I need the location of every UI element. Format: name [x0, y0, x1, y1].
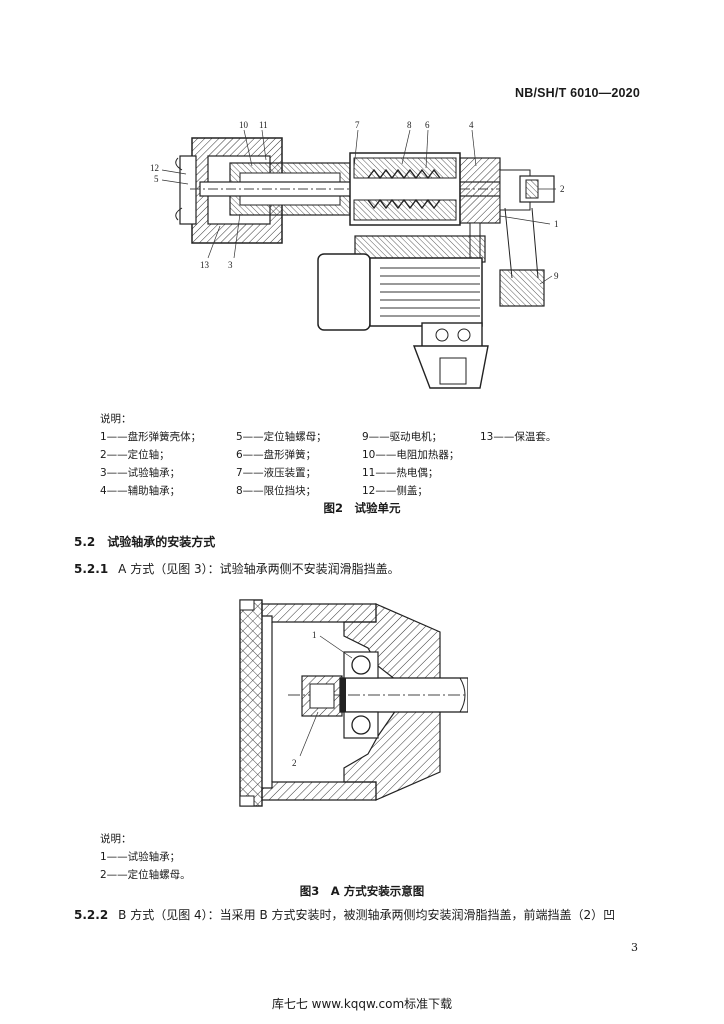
clause-number: 5.2.2	[74, 908, 109, 922]
callout-3: 3	[228, 260, 233, 270]
callout-1: 1	[554, 219, 559, 229]
figure-2-legend: 说明： 1——盘形弹簧壳体； 5——定位轴螺母； 9——驱动电机； 13——保温…	[100, 410, 556, 500]
legend-title: 说明：	[100, 833, 132, 845]
legend-item: 3——试验轴承；	[100, 467, 181, 479]
legend-item: 13——保温套。	[480, 431, 557, 443]
callout-9: 9	[554, 271, 559, 281]
paragraph-5-2-1: 5.2.1 A 方式（见图 3）：试验轴承两侧不安装润滑脂挡盖。	[74, 560, 654, 577]
callout-5: 5	[154, 174, 159, 184]
callout-2: 2	[560, 184, 565, 194]
legend-row: 4——辅助轴承； 8——限位挡块； 12——侧盖；	[100, 482, 556, 500]
callout-13: 13	[200, 260, 210, 270]
legend-title: 说明：	[100, 413, 132, 425]
legend-item: 4——辅助轴承；	[100, 485, 181, 497]
callout-1: 1	[312, 630, 317, 640]
page-number: 3	[631, 941, 638, 954]
callout-4: 4	[469, 120, 474, 130]
legend-item: 11——热电偶；	[362, 467, 439, 479]
legend-item: 2——定位轴；	[100, 449, 170, 461]
legend-row: 1——盘形弹簧壳体； 5——定位轴螺母； 9——驱动电机； 13——保温套。	[100, 428, 556, 446]
legend-item: 9——驱动电机；	[362, 431, 443, 443]
clause-text: A 方式（见图 3）：试验轴承两侧不安装润滑脂挡盖。	[118, 562, 400, 576]
legend-item: 6——盘形弹簧；	[236, 449, 317, 461]
standard-code: NB/SH/T 6010—2020	[515, 86, 640, 100]
paragraph-5-2-2: 5.2.2 B 方式（见图 4）：当采用 B 方式安装时，被测轴承两侧均安装润滑脂…	[74, 906, 654, 923]
callout-12: 12	[150, 163, 159, 173]
callout-11: 11	[259, 120, 268, 130]
legend-row: 3——试验轴承； 7——液压装置； 11——热电偶；	[100, 464, 556, 482]
callout-6: 6	[425, 120, 430, 130]
legend-item: 7——液压装置；	[236, 467, 317, 479]
legend-item: 10——电阻加热器；	[362, 449, 460, 461]
section-heading: 5.2 试验轴承的安装方式	[74, 535, 216, 549]
figure-3-drawing: 1 2	[239, 599, 468, 807]
legend-row: 2——定位轴； 6——盘形弹簧； 10——电阻加热器；	[100, 446, 556, 464]
legend-item: 5——定位轴螺母；	[236, 431, 327, 443]
legend-item: 2——定位轴螺母。	[100, 869, 191, 881]
clause-text: B 方式（见图 4）：当采用 B 方式安装时，被测轴承两侧均安装润滑脂挡盖，前端…	[118, 908, 616, 922]
figure-2-drawing: 10 11 7 8 6 4 12 5 2 1 9 13 3	[150, 120, 565, 389]
figure-3-caption: 图3 A 方式安装示意图	[299, 884, 425, 898]
legend-item: 8——限位挡块；	[236, 485, 317, 497]
clause-number: 5.2.1	[74, 562, 109, 576]
figure-2-caption: 图2 试验单元	[323, 501, 401, 515]
callout-10: 10	[239, 120, 249, 130]
footer-watermark: 库七七 www.kqqw.com标准下载	[271, 997, 453, 1011]
callout-8: 8	[407, 120, 412, 130]
legend-item: 12——侧盖；	[362, 485, 428, 497]
legend-item: 1——盘形弹簧壳体；	[100, 431, 202, 443]
callout-7: 7	[355, 120, 360, 130]
legend-item: 1——试验轴承；	[100, 851, 181, 863]
figure-3-legend: 说明： 1——试验轴承； 2——定位轴螺母。	[100, 830, 191, 884]
callout-2: 2	[292, 758, 297, 768]
